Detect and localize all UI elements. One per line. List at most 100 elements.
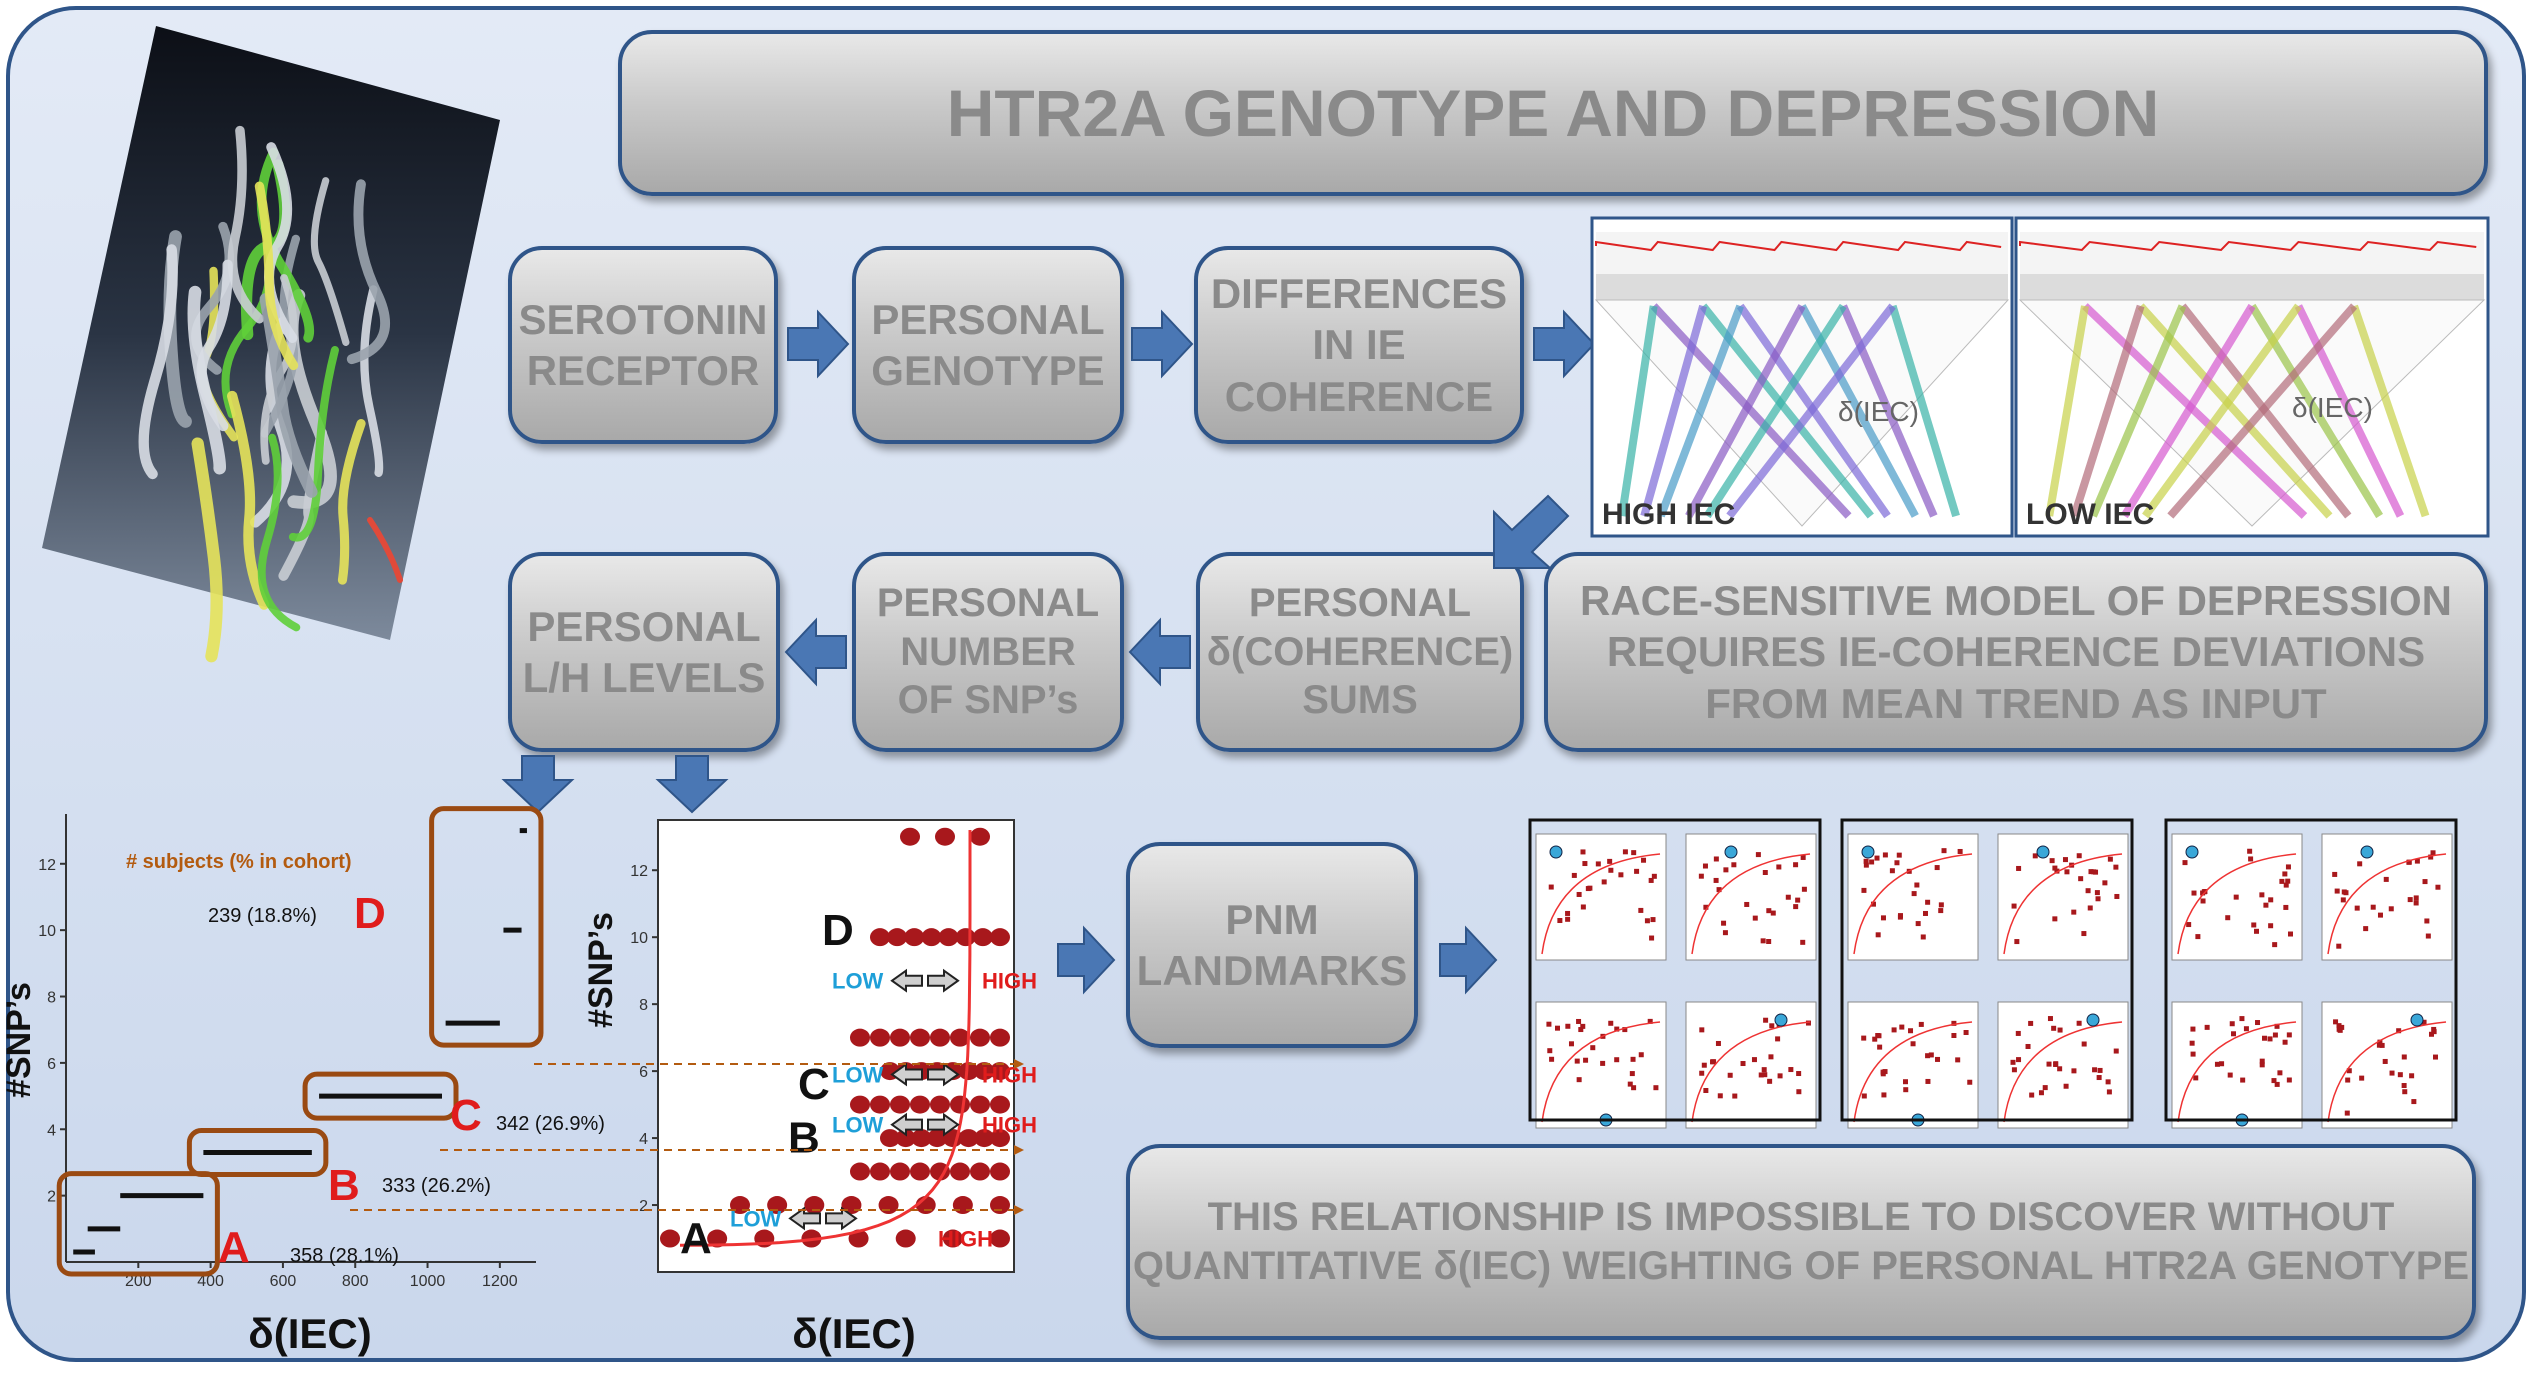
pnm-point <box>1699 1070 1705 1076</box>
pnm-point <box>2240 1077 2246 1083</box>
data-point <box>955 928 976 947</box>
x-axis-label: δ(IEC) <box>248 1310 371 1357</box>
pnm-point <box>2389 1070 2395 1076</box>
pnm-point <box>2087 905 2093 911</box>
heatmap-stripe <box>2142 303 2302 519</box>
heatmap-signal <box>2019 240 2477 252</box>
pnm-point <box>1630 1056 1636 1062</box>
data-point <box>900 827 920 846</box>
pnm-curve <box>2177 1021 2297 1123</box>
data-point <box>911 1129 932 1148</box>
pnm-point <box>1622 1027 1628 1033</box>
high-iec-delta-label: δ(IEC) <box>1838 396 1919 427</box>
low-arrow <box>890 1062 923 1087</box>
group-label-B: B <box>328 1161 360 1210</box>
pnm-point <box>1776 864 1782 870</box>
y-tick-label: 8 <box>639 997 648 1014</box>
pnm-curve <box>1541 853 1661 955</box>
pnm-point <box>2259 1058 2265 1064</box>
pnm-point <box>1793 862 1799 868</box>
arrow-right-pnm-in <box>1057 925 1116 995</box>
pnm-point <box>1627 1081 1633 1087</box>
pnm-point <box>2062 857 2068 863</box>
y-tick-label: 10 <box>630 930 648 947</box>
heatmap-stripe <box>2350 304 2430 518</box>
pnm-point <box>1715 1040 1721 1046</box>
pnm-point <box>2401 1083 2407 1089</box>
pnm-point <box>2038 1090 2044 1096</box>
pnm-curve <box>1541 1021 1661 1123</box>
pnm-point <box>2195 934 2201 940</box>
pnm-point <box>1800 939 1806 945</box>
pnm-point <box>2383 876 2389 882</box>
arrow-left-2 <box>784 617 847 687</box>
pnm-point <box>2339 1024 2345 1030</box>
high-arrow <box>927 1112 960 1137</box>
pnm-point <box>2076 853 2082 859</box>
iec-heatmaps <box>1590 216 2490 538</box>
pnm-point <box>2114 893 2120 899</box>
data-point <box>952 1196 973 1215</box>
y-axis-label: #SNP’s <box>0 982 38 1098</box>
pnm-point <box>2071 909 2077 915</box>
group-box-C <box>302 1071 459 1121</box>
heatmap-signal <box>1595 240 2002 252</box>
y-tick-label: 4 <box>639 1131 648 1148</box>
pnm-point <box>2285 864 2291 870</box>
pnm-curve <box>2003 853 2123 955</box>
pnm-point <box>1770 910 1776 916</box>
pnm-point <box>2259 892 2265 898</box>
pnm-point <box>2377 912 2383 918</box>
pnm-point <box>2424 918 2430 924</box>
pnm-mini-plot <box>1685 1001 1817 1129</box>
low-label: LOW <box>832 1113 884 1138</box>
pnm-point <box>2263 902 2269 908</box>
heatmap-band <box>2020 274 2484 300</box>
pnm-point <box>1788 1067 1794 1073</box>
data-point <box>707 1229 728 1248</box>
pnm-point <box>2272 1032 2278 1038</box>
protein-ribbon <box>259 293 318 498</box>
group-letter-D: D <box>822 906 854 955</box>
pnm-point <box>1629 1071 1635 1077</box>
pnm-point <box>1576 1077 1582 1083</box>
pnm-mini-plot <box>1847 1001 1979 1129</box>
pnm-point <box>2357 861 2363 867</box>
personal-number-snps-box: PERSONAL NUMBER OF SNP’s <box>852 552 1124 752</box>
pnm-point <box>1875 932 1881 938</box>
pnm-point <box>2243 1026 2249 1032</box>
race-sensitive-model-box: RACE-SENSITIVE MODEL OF DEPRESSION REQUI… <box>1544 552 2488 752</box>
pnm-point <box>2182 860 2188 866</box>
protein-ribbon <box>257 433 301 632</box>
heatmap-stripe <box>2089 304 2187 518</box>
pnm-point <box>2113 864 2119 870</box>
high-label: HIGH <box>982 969 1037 994</box>
pnm-point <box>1703 904 1709 910</box>
pnm-point <box>1641 857 1647 863</box>
pnm-point <box>1957 848 1963 854</box>
pnm-point <box>2102 880 2108 886</box>
pnm-point <box>1922 910 1928 916</box>
pnm-point <box>2047 1016 2053 1022</box>
pnm-point <box>2433 1054 2439 1060</box>
data-point <box>880 1129 900 1148</box>
pnm-point <box>2286 1032 2292 1038</box>
pnm-point <box>1763 1017 1769 1023</box>
pnm-point <box>1574 1058 1580 1064</box>
pnm-point <box>1758 1072 1764 1078</box>
y-tick-label: 6 <box>47 1056 56 1073</box>
heatmap-stripe <box>2070 304 2145 518</box>
protein-ribbon <box>138 244 178 480</box>
pnm-point <box>2204 1024 2210 1030</box>
pnm-point <box>2028 1020 2034 1026</box>
heatmap-stripe <box>1726 303 1896 519</box>
pnm-point <box>1755 852 1761 858</box>
pnm-curve <box>2327 1021 2447 1123</box>
pnm-point <box>2336 943 2342 949</box>
pnm-point <box>2431 1026 2437 1032</box>
pnm-point <box>1608 1020 1614 1026</box>
pnm-point <box>1861 1035 1867 1041</box>
pnm-point <box>1608 867 1614 873</box>
pnm-point <box>2052 865 2058 871</box>
pnm-point <box>1703 1087 1709 1093</box>
